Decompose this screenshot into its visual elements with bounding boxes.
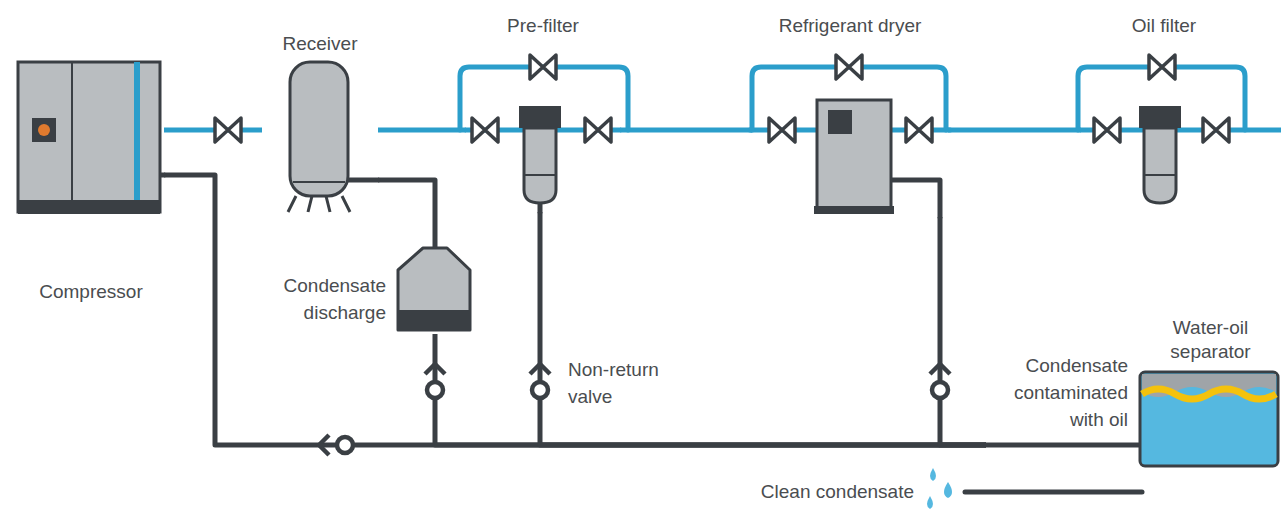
- pipe: [540, 212, 986, 445]
- pre-filter: Pre-filter: [466, 10, 620, 212]
- condensate-discharge: Condensate discharge: [246, 236, 474, 334]
- refrigerant-dryer: Refrigerant dryer: [752, 10, 948, 217]
- receiver: Receiver: [262, 28, 378, 213]
- pipe: [378, 180, 435, 236]
- node-label: Receiver: [262, 30, 378, 57]
- node-label: Pre-filter: [466, 12, 620, 39]
- pipe: [620, 128, 752, 133]
- node-label: Condensate contaminated with oil: [986, 352, 1128, 433]
- pipe: [435, 334, 986, 445]
- callout-label: Clean condensate: [712, 478, 914, 505]
- water-oil-separator: Water-oil separatorCondensate contaminat…: [986, 314, 1280, 468]
- node-label: Compressor: [18, 278, 164, 305]
- pipe: [164, 128, 262, 133]
- compressor: Compressor: [18, 60, 164, 257]
- oil-filter: Oil filter: [1081, 10, 1247, 212]
- pipe: [164, 175, 986, 445]
- node-label: Water-oil separator: [1148, 316, 1273, 364]
- node-label: Oil filter: [1081, 12, 1247, 39]
- node-label: Refrigerant dryer: [752, 12, 948, 39]
- callout-label: Non-return valve: [568, 356, 708, 410]
- pipe: [940, 217, 986, 445]
- pipe: [948, 128, 1081, 133]
- node-label: Condensate discharge: [246, 272, 386, 326]
- pipe: [378, 128, 466, 133]
